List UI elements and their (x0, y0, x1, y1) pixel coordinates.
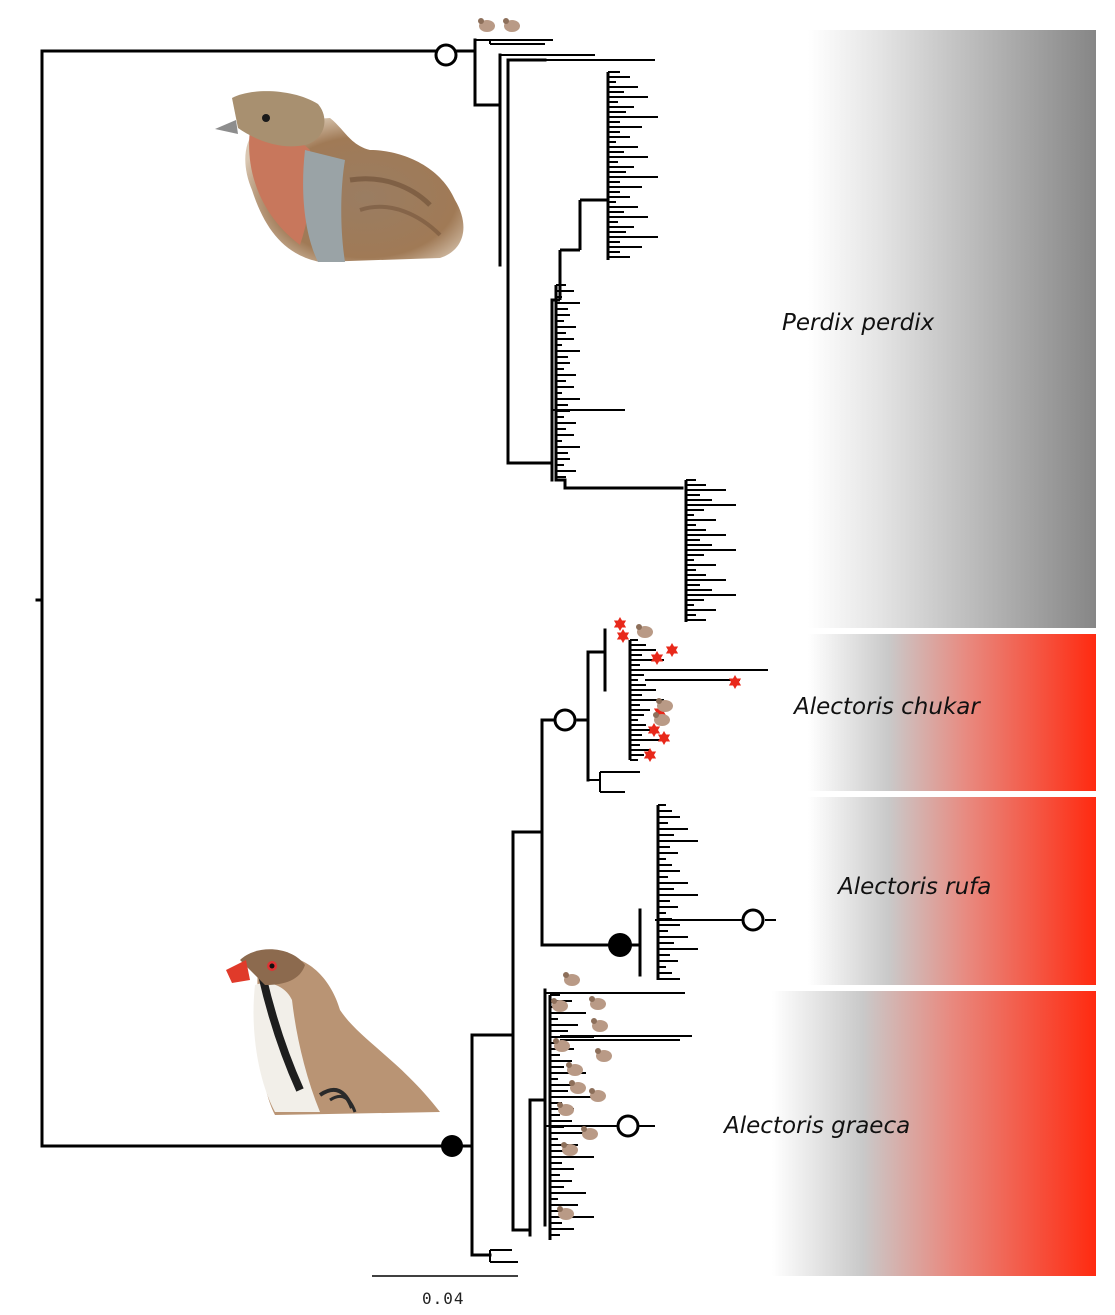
small-partridge-icon-head (595, 1048, 601, 1054)
scale-bar-label: 0.04 (422, 1289, 465, 1308)
filled-circle-node (441, 1135, 463, 1157)
tree-backbone (35, 49, 452, 1148)
small-partridge-icon-head (589, 996, 595, 1002)
small-partridge-icon-head (553, 1038, 559, 1044)
small-partridge-icon-head (589, 1088, 595, 1094)
clade-label-graeca: Alectoris graeca (722, 1113, 910, 1139)
clade-band-graeca (772, 991, 1096, 1276)
small-partridge-icon-head (561, 1142, 567, 1148)
small-partridge-icon-head (563, 972, 569, 978)
filled-circle-node (608, 933, 632, 957)
open-circle-node (616, 1114, 640, 1138)
red-star-markers (613, 617, 742, 762)
small-partridge-icon-head (591, 1018, 597, 1024)
red-star-marker (616, 629, 630, 643)
red-star-marker (650, 651, 664, 665)
small-partridge-icon-head (557, 1102, 563, 1108)
red-star-marker (657, 731, 671, 745)
clade-label-chukar: Alectoris chukar (792, 694, 981, 720)
red-star-marker (643, 748, 657, 762)
small-partridge-icon-head (653, 712, 659, 718)
open-circle-node (434, 43, 458, 67)
clade-label-rufa: Alectoris rufa (836, 874, 991, 900)
clade-band-chukar (808, 634, 1096, 791)
open-circle-node (741, 908, 765, 932)
small-partridge-icon-head (569, 1080, 575, 1086)
small-partridge-icon-head (581, 1126, 587, 1132)
small-partridge-icon-head (557, 1206, 563, 1212)
small-partridge-icon-head (636, 624, 642, 630)
clade-band-perdix (808, 30, 1096, 628)
red-star-marker (613, 617, 627, 631)
small-partridge-icon-head (566, 1062, 572, 1068)
red-star-marker (728, 675, 742, 689)
clade-label-perdix: Perdix perdix (782, 310, 935, 336)
red-legged-partridge-illustration (226, 949, 440, 1115)
small-partridge-icon-head (478, 18, 484, 24)
open-circle-node (553, 708, 577, 732)
red-star-marker (647, 723, 661, 737)
small-partridge-icon-head (656, 698, 662, 704)
clade-band-rufa (808, 797, 1096, 985)
perdix-subtree (444, 38, 736, 622)
small-partridge-icon-head (503, 18, 509, 24)
scale-bar: 0.04 (372, 1275, 518, 1308)
red-star-marker (665, 643, 679, 657)
small-partridge-icon-head (551, 998, 557, 1004)
grey-partridge-illustration (215, 91, 464, 262)
small-partridge-icons (478, 18, 673, 1220)
